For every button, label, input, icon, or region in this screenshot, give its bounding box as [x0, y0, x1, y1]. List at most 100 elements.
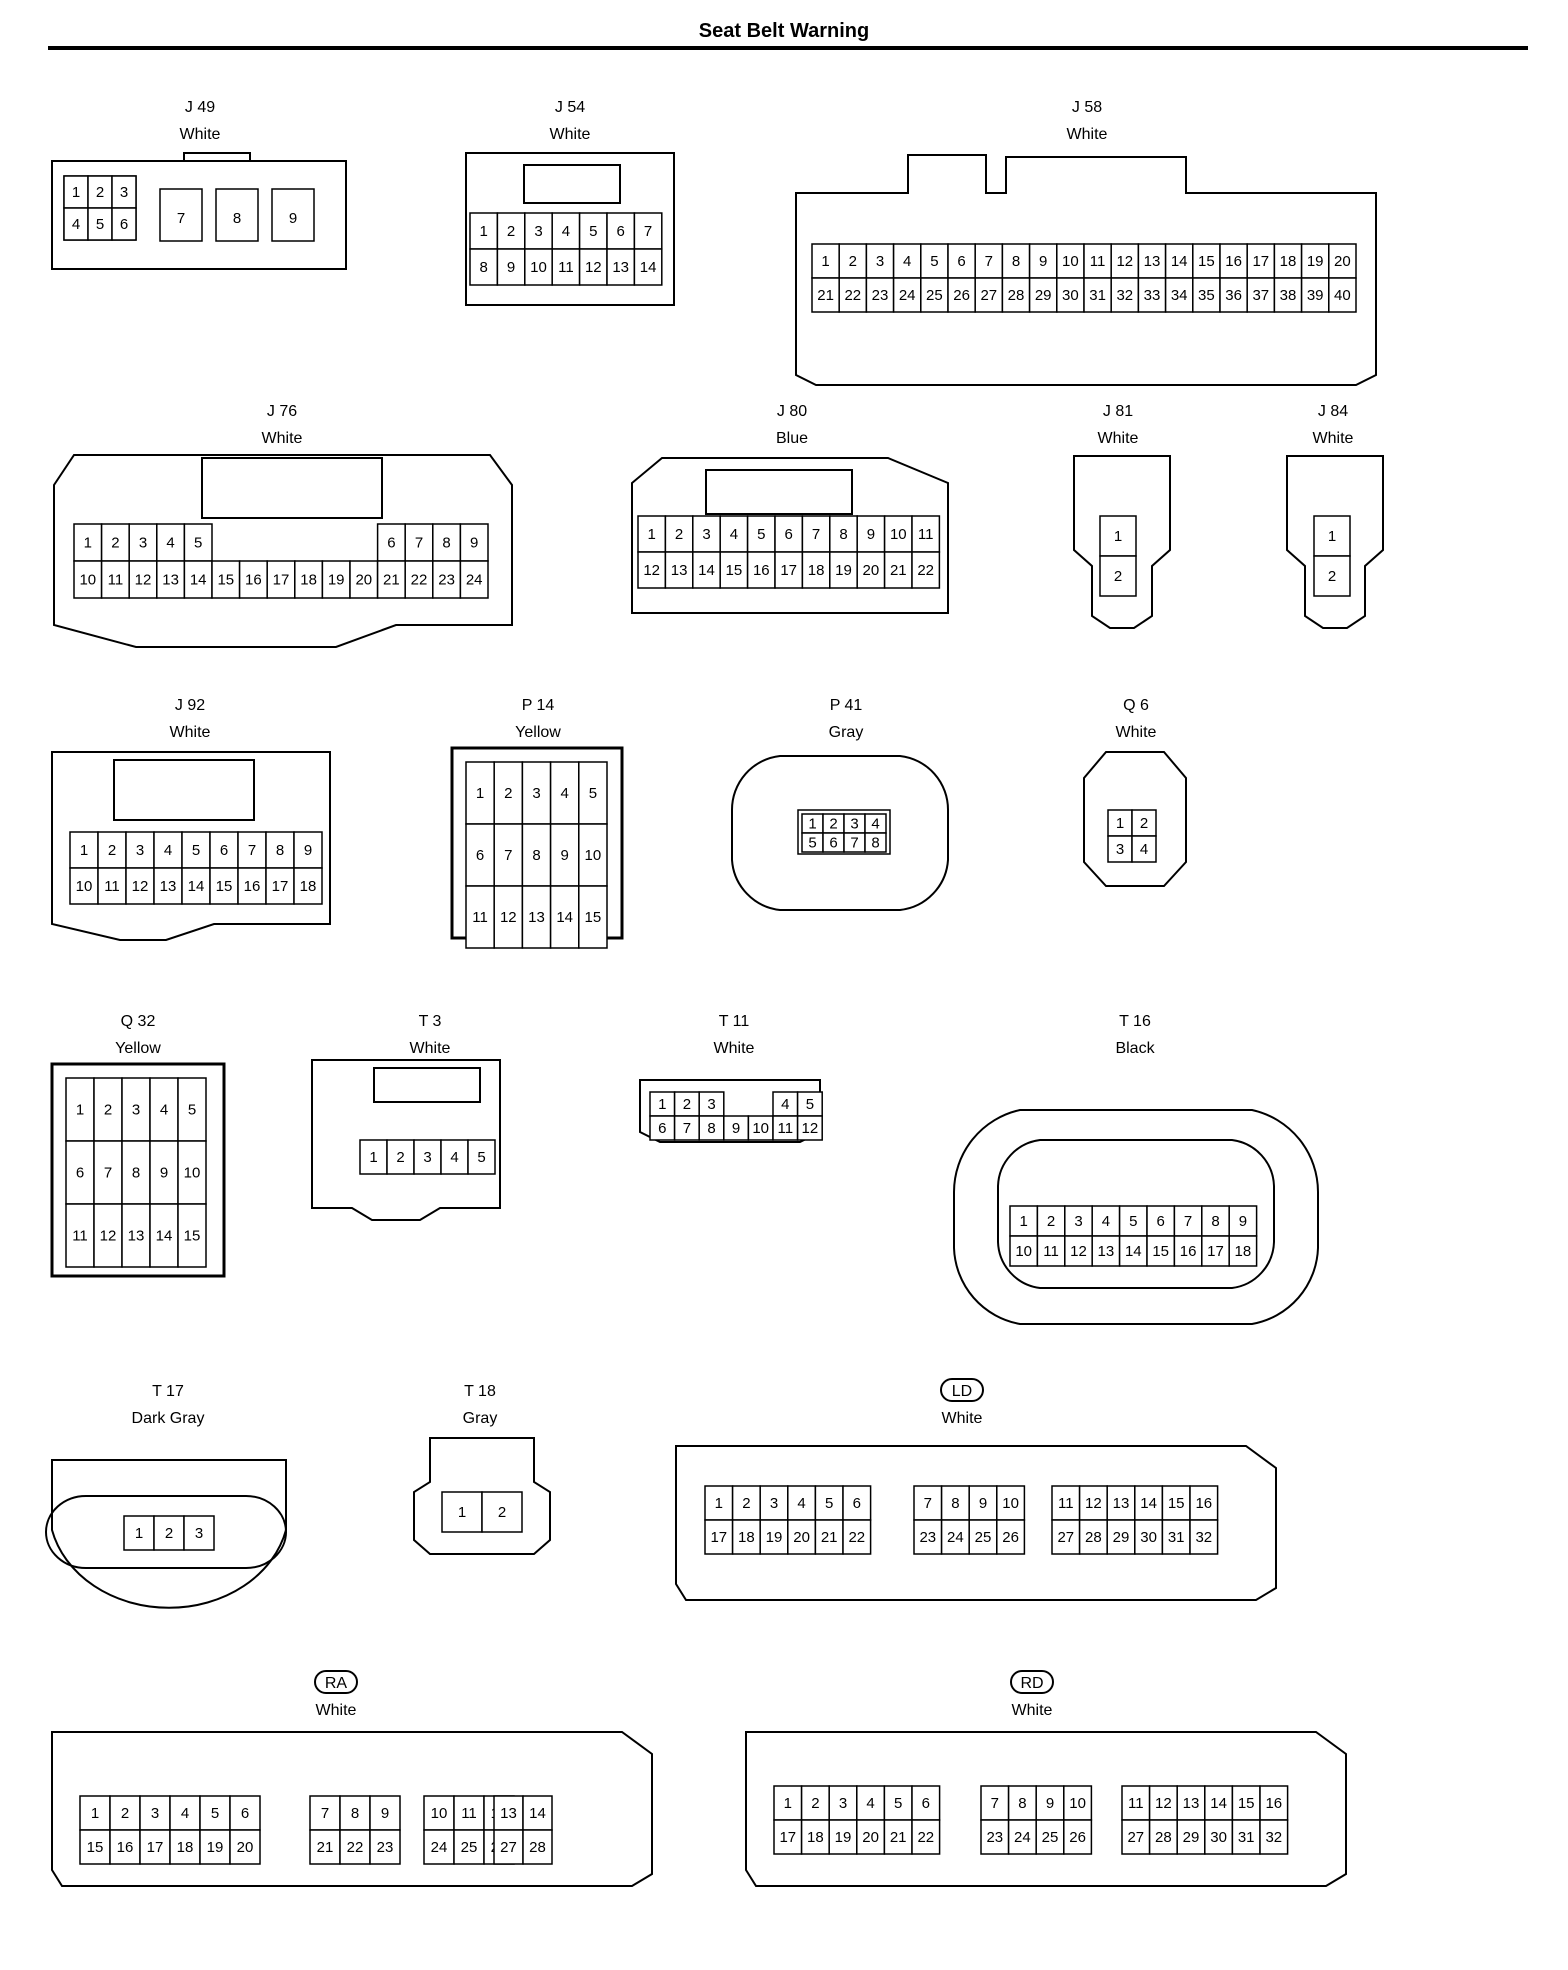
pin-number: 40	[1334, 287, 1351, 304]
pin-number: 15	[87, 1839, 104, 1856]
pin-number: 5	[1129, 1213, 1137, 1230]
pin-number: 19	[835, 562, 852, 579]
pin-cell: 39	[1300, 277, 1330, 313]
pin-box	[1036, 1235, 1066, 1267]
pin-number: 26	[1002, 1529, 1019, 1546]
pin-number: 17	[780, 562, 797, 579]
pin-number: 1	[84, 535, 92, 552]
body-outline	[1286, 455, 1384, 629]
pin-number: 9	[1239, 1213, 1247, 1230]
pin-cell: 14	[1118, 1235, 1148, 1267]
pin-number: 37	[1252, 287, 1269, 304]
connector-code: Q 32	[121, 1013, 156, 1030]
pin-number: 11	[1090, 253, 1106, 270]
pin-number: 1	[91, 1805, 99, 1822]
pin-cell: 13	[1137, 243, 1167, 279]
connector-color: White	[1067, 126, 1108, 143]
pin-cell: 10	[1063, 1785, 1093, 1821]
pin-number: 12	[1155, 1795, 1172, 1812]
pin-box	[1164, 277, 1194, 313]
pin-number: 5	[194, 535, 202, 552]
pin-box	[1063, 1819, 1093, 1855]
pin-cell: 24	[423, 1829, 455, 1865]
pin-number: 5	[806, 1096, 814, 1113]
pin-number: 8	[1018, 1795, 1026, 1812]
pin-number: 34	[1171, 287, 1188, 304]
pin-cell: 20	[1328, 243, 1357, 279]
pin-number: 21	[821, 1529, 838, 1546]
pin-number: 2	[849, 253, 857, 270]
pin-number: 13	[1183, 1795, 1200, 1812]
pin-cell: 4	[440, 1139, 469, 1175]
pin-cell: 11	[911, 515, 941, 553]
pin-number: 31	[1168, 1529, 1185, 1546]
pin-cell: 12	[1110, 243, 1140, 279]
pin-cell: 1	[79, 1795, 111, 1831]
pin-box	[772, 1091, 799, 1117]
pin-box	[692, 551, 721, 589]
pin-number: 14	[156, 1228, 173, 1245]
pin-box	[796, 1115, 823, 1141]
pin-number: 10	[184, 1165, 201, 1182]
connector-code: J 76	[267, 403, 297, 420]
pin-box	[996, 1485, 1026, 1521]
body-outline	[201, 457, 383, 519]
pin-box	[731, 1519, 761, 1555]
body-outline	[675, 1445, 1277, 1601]
pin-number: 18	[300, 878, 317, 895]
pin-box	[65, 1077, 95, 1142]
pin-cell: 21	[811, 277, 840, 313]
pin-number: 6	[220, 842, 228, 859]
pin-cell: 12	[1148, 1785, 1178, 1821]
pin-cell: 13	[493, 1795, 524, 1831]
pin-number: 4	[1140, 841, 1148, 858]
pin-number: 17	[779, 1829, 796, 1846]
pin-box	[496, 248, 526, 286]
connector-color: White	[316, 1702, 357, 1719]
connector-code: P 14	[522, 697, 555, 714]
pin-number: 12	[132, 878, 149, 895]
pin-cell: 2	[153, 1515, 185, 1551]
pin-cell: 6	[947, 243, 976, 279]
pin-number: 19	[766, 1529, 783, 1546]
body-outline	[797, 809, 891, 855]
connector-code: J 92	[175, 697, 205, 714]
pin-cell: 3	[759, 1485, 789, 1521]
pin-cell: 7	[843, 832, 866, 853]
pin-cell: 8	[940, 1485, 970, 1521]
pin-box	[183, 1515, 215, 1551]
pin-box	[73, 560, 103, 599]
pin-cell: 6	[606, 212, 636, 250]
pin-number: 25	[1042, 1829, 1059, 1846]
pin-cell: 18	[1273, 243, 1303, 279]
pin-number: 14	[1171, 253, 1188, 270]
pin-cell: 4	[787, 1485, 817, 1521]
pin-number: 13	[1113, 1495, 1130, 1512]
pin-number: 7	[177, 210, 185, 227]
pin-cell: 7	[237, 831, 267, 869]
pin-box	[1083, 243, 1112, 279]
pin-cell: 11	[453, 1795, 485, 1831]
pin-number: 21	[890, 1829, 907, 1846]
pin-box	[87, 207, 113, 241]
pin-cell: 4	[153, 831, 183, 869]
pin-number: 18	[300, 572, 317, 589]
pin-box	[1118, 1235, 1148, 1267]
pin-box	[440, 1139, 469, 1175]
pin-box	[493, 823, 524, 887]
pin-box	[1099, 515, 1137, 557]
pin-number: 30	[1210, 1829, 1227, 1846]
pin-cell: 20	[229, 1829, 261, 1865]
pin-cell: 5	[801, 832, 824, 853]
pin-box	[153, 1515, 185, 1551]
pin-number: 10	[76, 878, 93, 895]
pin-cell: 7	[493, 823, 524, 887]
pin-cell: 23	[980, 1819, 1010, 1855]
pin-number: 13	[500, 1805, 517, 1822]
pin-cell: 11	[97, 867, 127, 905]
pin-number: 21	[317, 1839, 334, 1856]
pin-cell: 16	[1189, 1485, 1219, 1521]
pin-number: 27	[1057, 1529, 1074, 1546]
